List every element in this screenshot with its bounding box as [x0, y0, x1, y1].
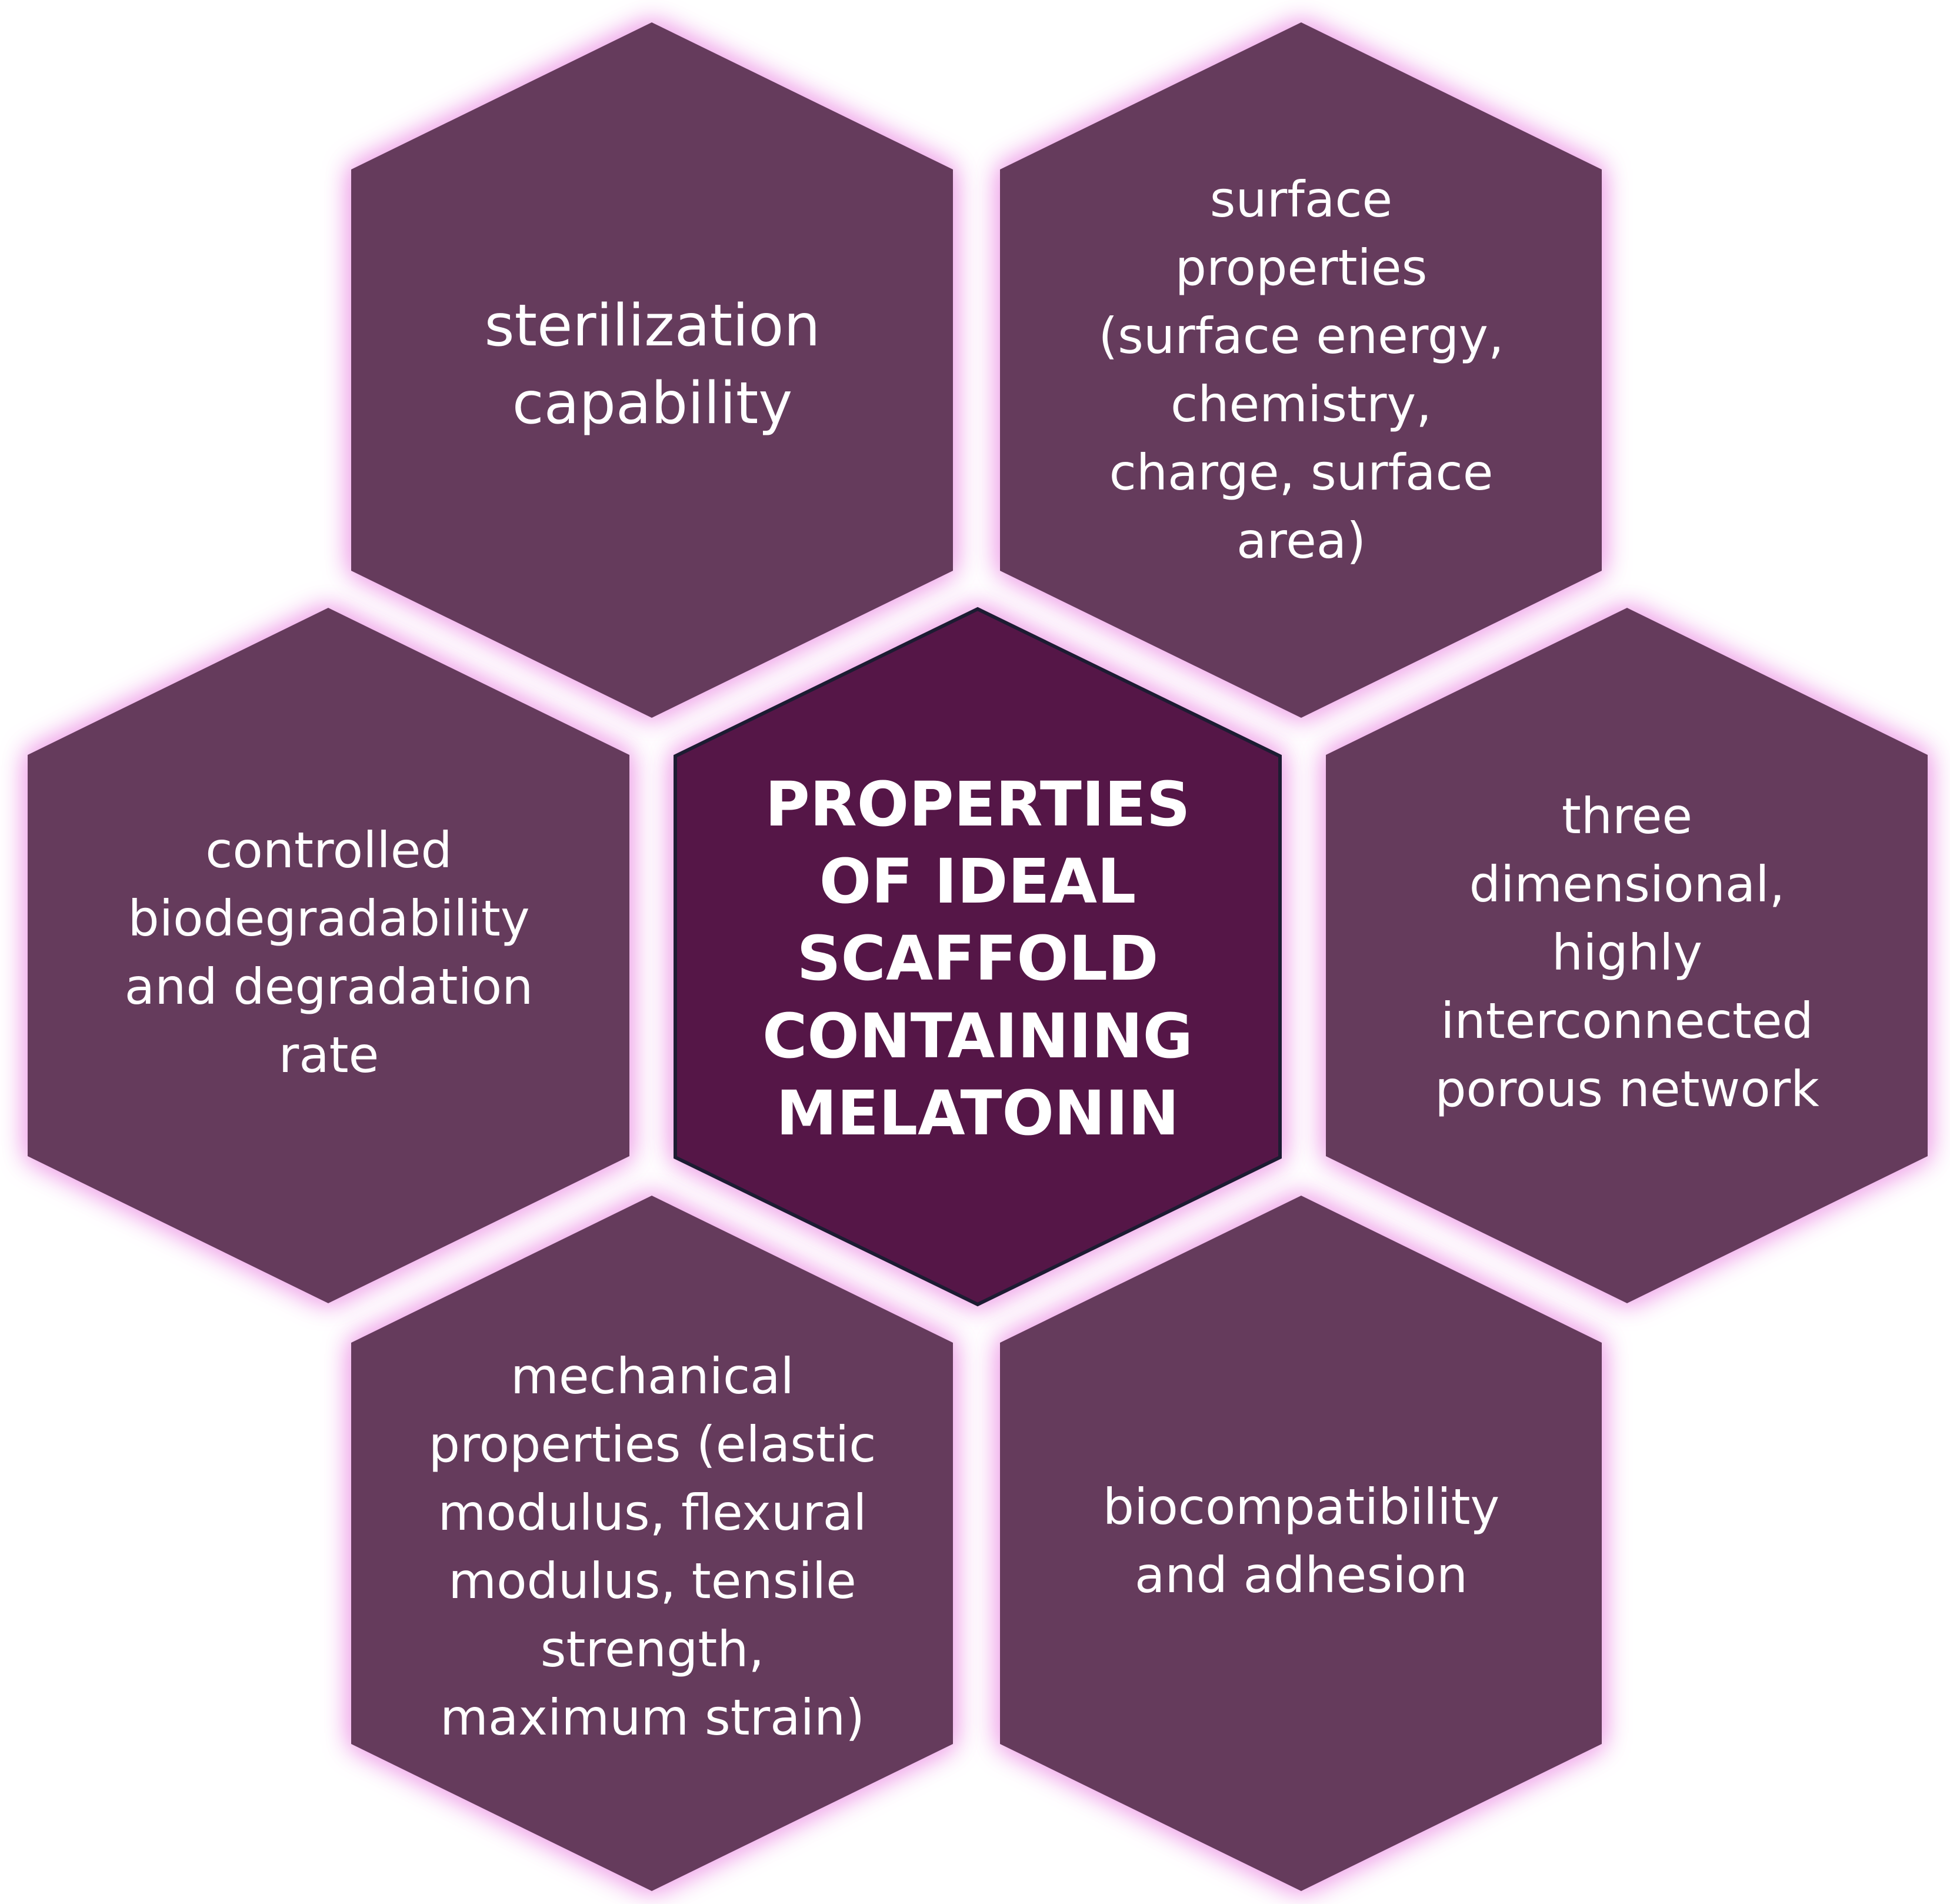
- node-label-top-right: surface properties (surface energy, chem…: [1098, 171, 1504, 570]
- hexagon-middle-right: [1326, 608, 1928, 1303]
- center-title: PROPERTIES OF IDEAL SCAFFOLD CONTAINING …: [762, 768, 1193, 1149]
- node-label-middle-right: three dimensional, highly interconnected…: [1435, 787, 1819, 1118]
- hexagon-center: [674, 607, 1282, 1307]
- hexagon-top-right: [1000, 22, 1602, 718]
- node-label-top-left: sterilization capability: [484, 292, 821, 437]
- hexagon-top-left: [351, 22, 953, 718]
- hexagon-middle-left: [28, 608, 629, 1303]
- node-label-middle-left: controlled biodegradability and degradat…: [124, 821, 534, 1084]
- hexagon-bottom-right: [1000, 1196, 1602, 1891]
- node-label-bottom-right: biocompatibility and adhesion: [1102, 1478, 1500, 1604]
- hexagon-bottom-left: [351, 1196, 953, 1891]
- node-label-bottom-left: mechanical properties (elastic modulus, …: [428, 1347, 876, 1746]
